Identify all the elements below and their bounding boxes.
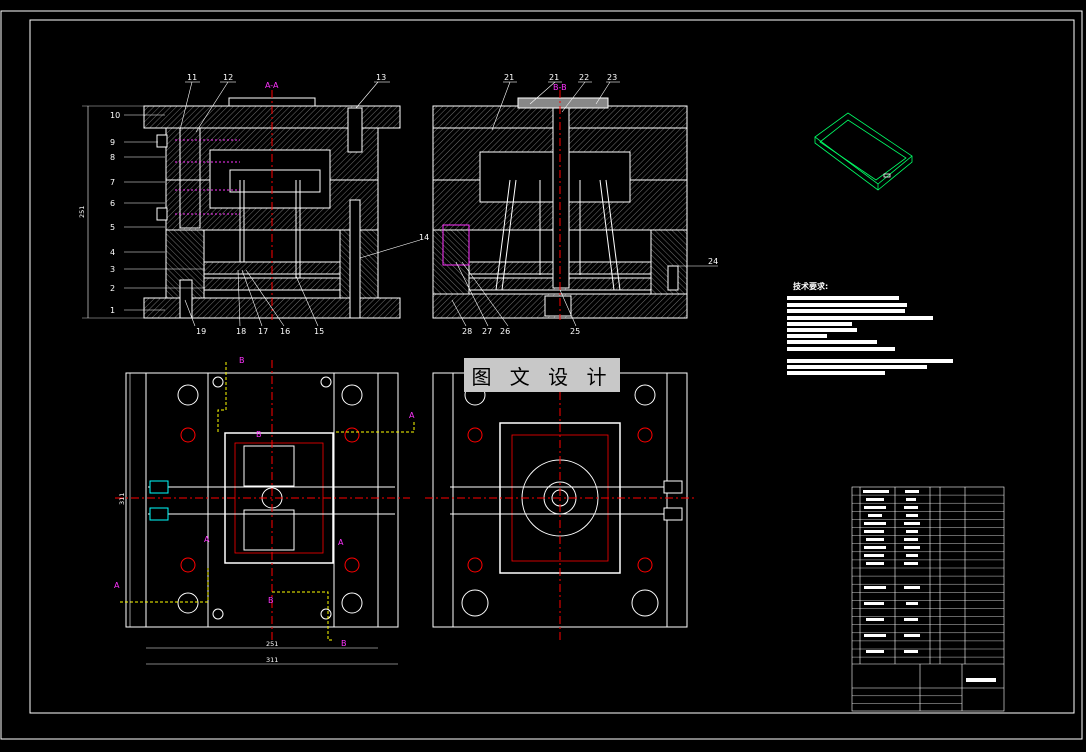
callout-21-a: 21 bbox=[504, 73, 514, 82]
callout-26: 26 bbox=[500, 327, 510, 336]
callout-23: 23 bbox=[607, 73, 617, 82]
callout-4: 4 bbox=[110, 248, 115, 257]
callout-19: 19 bbox=[196, 327, 206, 336]
section-bb-label: B-B bbox=[553, 83, 567, 92]
part-isometric-view bbox=[814, 112, 913, 191]
dimension-width-outer: 311 bbox=[266, 656, 278, 664]
watermark-logo: 图 文 设 计 bbox=[464, 358, 620, 392]
outer-border bbox=[0, 10, 1083, 740]
section-marker-a-right: A bbox=[409, 411, 415, 420]
dimension-height-plan: 311 bbox=[118, 493, 126, 505]
callout-7: 7 bbox=[110, 178, 115, 187]
inner-border bbox=[29, 19, 1075, 714]
bom-table-redacted-text bbox=[863, 490, 996, 682]
tech-requirements-lines bbox=[787, 296, 953, 375]
section-marker-b-inner-2: B bbox=[268, 596, 274, 605]
callout-2: 2 bbox=[110, 284, 115, 293]
bom-table-rows bbox=[852, 494, 1004, 704]
section-marker-a-left: A bbox=[114, 581, 120, 590]
section-marker-a-inner-2: A bbox=[338, 538, 344, 547]
callout-11: 11 bbox=[187, 73, 197, 82]
callout-15: 15 bbox=[314, 327, 324, 336]
tech-requirements-title: 技术要求: bbox=[793, 282, 829, 291]
bom-table bbox=[851, 486, 1005, 712]
callout-13: 13 bbox=[376, 73, 386, 82]
section-marker-b-bottom: B bbox=[341, 639, 347, 648]
callout-9: 9 bbox=[110, 138, 115, 147]
plan-view-left: 251 311 311 bbox=[115, 360, 415, 665]
section-marker-b-top: B bbox=[239, 356, 245, 365]
callout-18: 18 bbox=[236, 327, 246, 336]
callout-14: 14 bbox=[419, 233, 429, 242]
callout-5: 5 bbox=[110, 223, 115, 232]
callout-25: 25 bbox=[570, 327, 580, 336]
section-marker-a-inner-1: A bbox=[204, 535, 210, 544]
callout-24: 24 bbox=[708, 257, 718, 266]
plan-view-right bbox=[425, 360, 695, 640]
callouts-bottom-right bbox=[451, 261, 577, 327]
callout-21-b: 21 bbox=[549, 73, 559, 82]
section-bb-view: B-B bbox=[432, 83, 688, 320]
callout-27: 27 bbox=[482, 327, 492, 336]
callout-22: 22 bbox=[579, 73, 589, 82]
dimension-width-inner: 251 bbox=[266, 640, 278, 648]
callout-1: 1 bbox=[110, 306, 115, 315]
callout-17: 17 bbox=[258, 327, 268, 336]
callouts-top-right bbox=[491, 81, 718, 267]
callout-6: 6 bbox=[110, 199, 115, 208]
section-marker-b-inner-1: B bbox=[256, 430, 262, 439]
callout-8: 8 bbox=[110, 153, 115, 162]
section-aa-view: 251 A-A bbox=[78, 81, 401, 320]
callout-3: 3 bbox=[110, 265, 115, 274]
callout-16: 16 bbox=[280, 327, 290, 336]
callouts-bottom-left bbox=[184, 239, 421, 327]
callouts-top-left bbox=[179, 81, 390, 133]
section-aa-label: A-A bbox=[265, 81, 279, 90]
dimension-height-side: 251 bbox=[78, 206, 86, 218]
callouts-left bbox=[124, 114, 205, 311]
callout-12: 12 bbox=[223, 73, 233, 82]
callout-28: 28 bbox=[462, 327, 472, 336]
callout-10: 10 bbox=[110, 111, 120, 120]
